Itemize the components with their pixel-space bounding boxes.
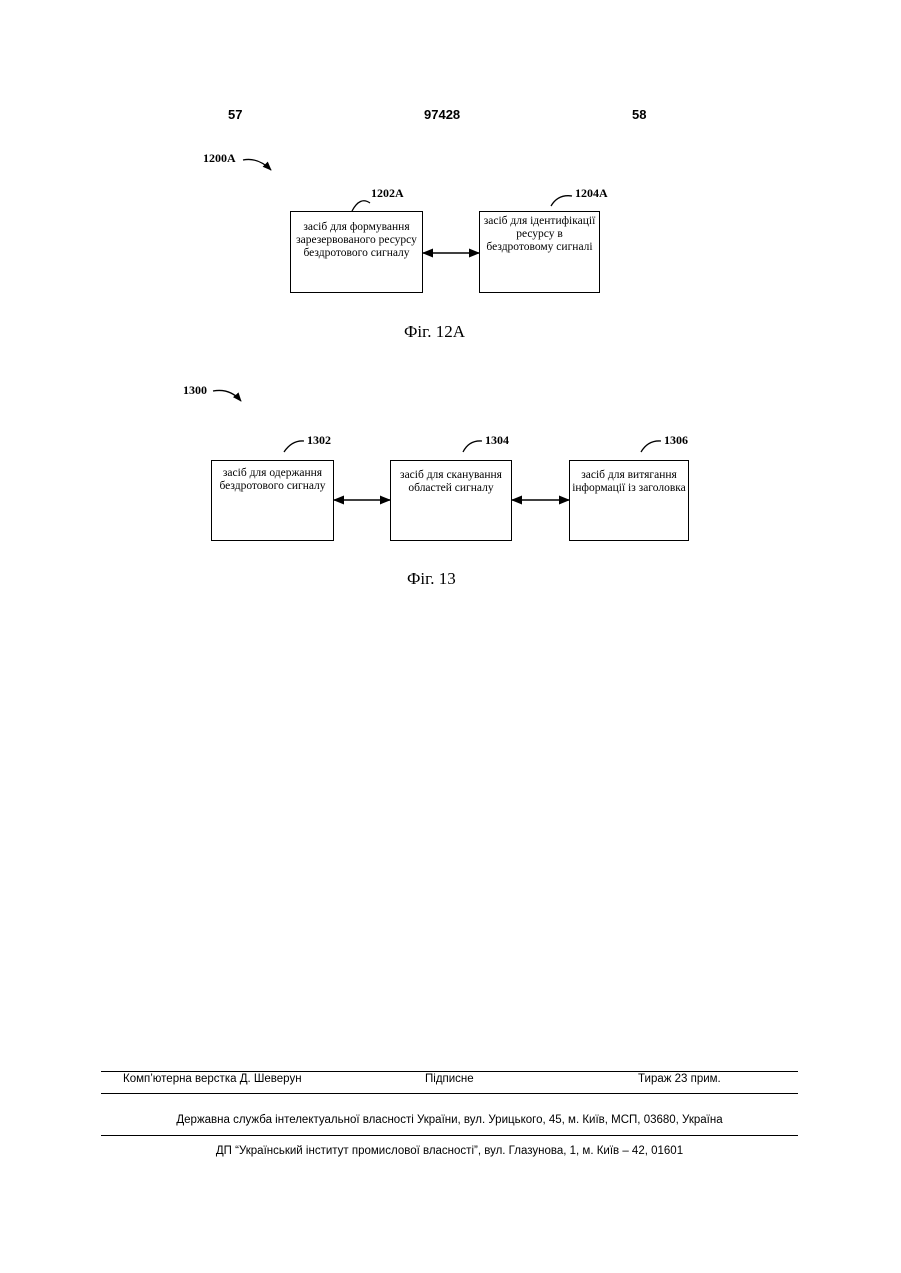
- box-1306-leader-line: [641, 441, 661, 452]
- box-1202a-line: засіб для формування: [291, 221, 422, 234]
- box-1302-line: засіб для одержання: [212, 467, 333, 480]
- box-1306-reference: 1306: [664, 433, 688, 448]
- footer-signed: Підписне: [425, 1073, 474, 1085]
- box-1304-signal-region-scanner: засіб для сканування областей сигналу: [390, 460, 512, 541]
- box-1204a-leader-line: [551, 196, 572, 206]
- box-1204a-reference: 1204A: [575, 186, 608, 201]
- footer-bottom-rule: [101, 1135, 798, 1136]
- diagram-1200a-label: 1200A: [203, 151, 236, 166]
- box-1304-line: засіб для сканування: [391, 469, 511, 482]
- box-1204a-line: ресурсу в: [480, 228, 599, 241]
- diagram-1300-label: 1300: [183, 383, 207, 398]
- box-1204a-line: засіб для ідентифікації: [480, 215, 599, 228]
- box-1306-line: інформації із заголовка: [570, 482, 688, 495]
- figure-13-caption: Фіг. 13: [407, 569, 456, 589]
- box-1302-leader-line: [284, 441, 304, 452]
- box-1306-header-info-extractor: засіб для витягання інформації із заголо…: [569, 460, 689, 541]
- box-1304-line: областей сигналу: [391, 482, 511, 495]
- box-1202a-reserved-resource-former: засіб для формування зарезервованого рес…: [290, 211, 423, 293]
- footer-typesetter: Комп’ютерна верстка Д. Шеверун: [123, 1073, 302, 1085]
- diagram-1300-pointer-arrow: [213, 390, 241, 401]
- footer-institute-address: ДП “Український інститут промислової вла…: [101, 1145, 798, 1157]
- footer-agency-address: Державна служба інтелектуальної власност…: [101, 1114, 798, 1126]
- box-1302-line: бездротового сигналу: [212, 480, 333, 493]
- footer-print-run: Тираж 23 прим.: [638, 1073, 721, 1085]
- footer-middle-rule: [101, 1093, 798, 1094]
- box-1302-signal-receiver: засіб для одержання бездротового сигналу: [211, 460, 334, 541]
- box-1204a-line: бездротовому сигналі: [480, 241, 599, 254]
- box-1306-line: засіб для витягання: [570, 469, 688, 482]
- box-1304-leader-line: [463, 441, 482, 452]
- box-1302-reference: 1302: [307, 433, 331, 448]
- diagram-1200a-pointer-arrow: [243, 159, 271, 170]
- box-1204a-resource-identifier: засіб для ідентифікації ресурсу в бездро…: [479, 211, 600, 293]
- box-1202a-leader-line: [352, 201, 370, 211]
- box-1202a-line: зарезервованого ресурсу: [291, 234, 422, 247]
- box-1202a-reference: 1202A: [371, 186, 404, 201]
- box-1202a-line: бездротового сигналу: [291, 247, 422, 260]
- figure-12a-caption: Фіг. 12A: [404, 322, 465, 342]
- box-1304-reference: 1304: [485, 433, 509, 448]
- footer-top-rule: [101, 1071, 798, 1072]
